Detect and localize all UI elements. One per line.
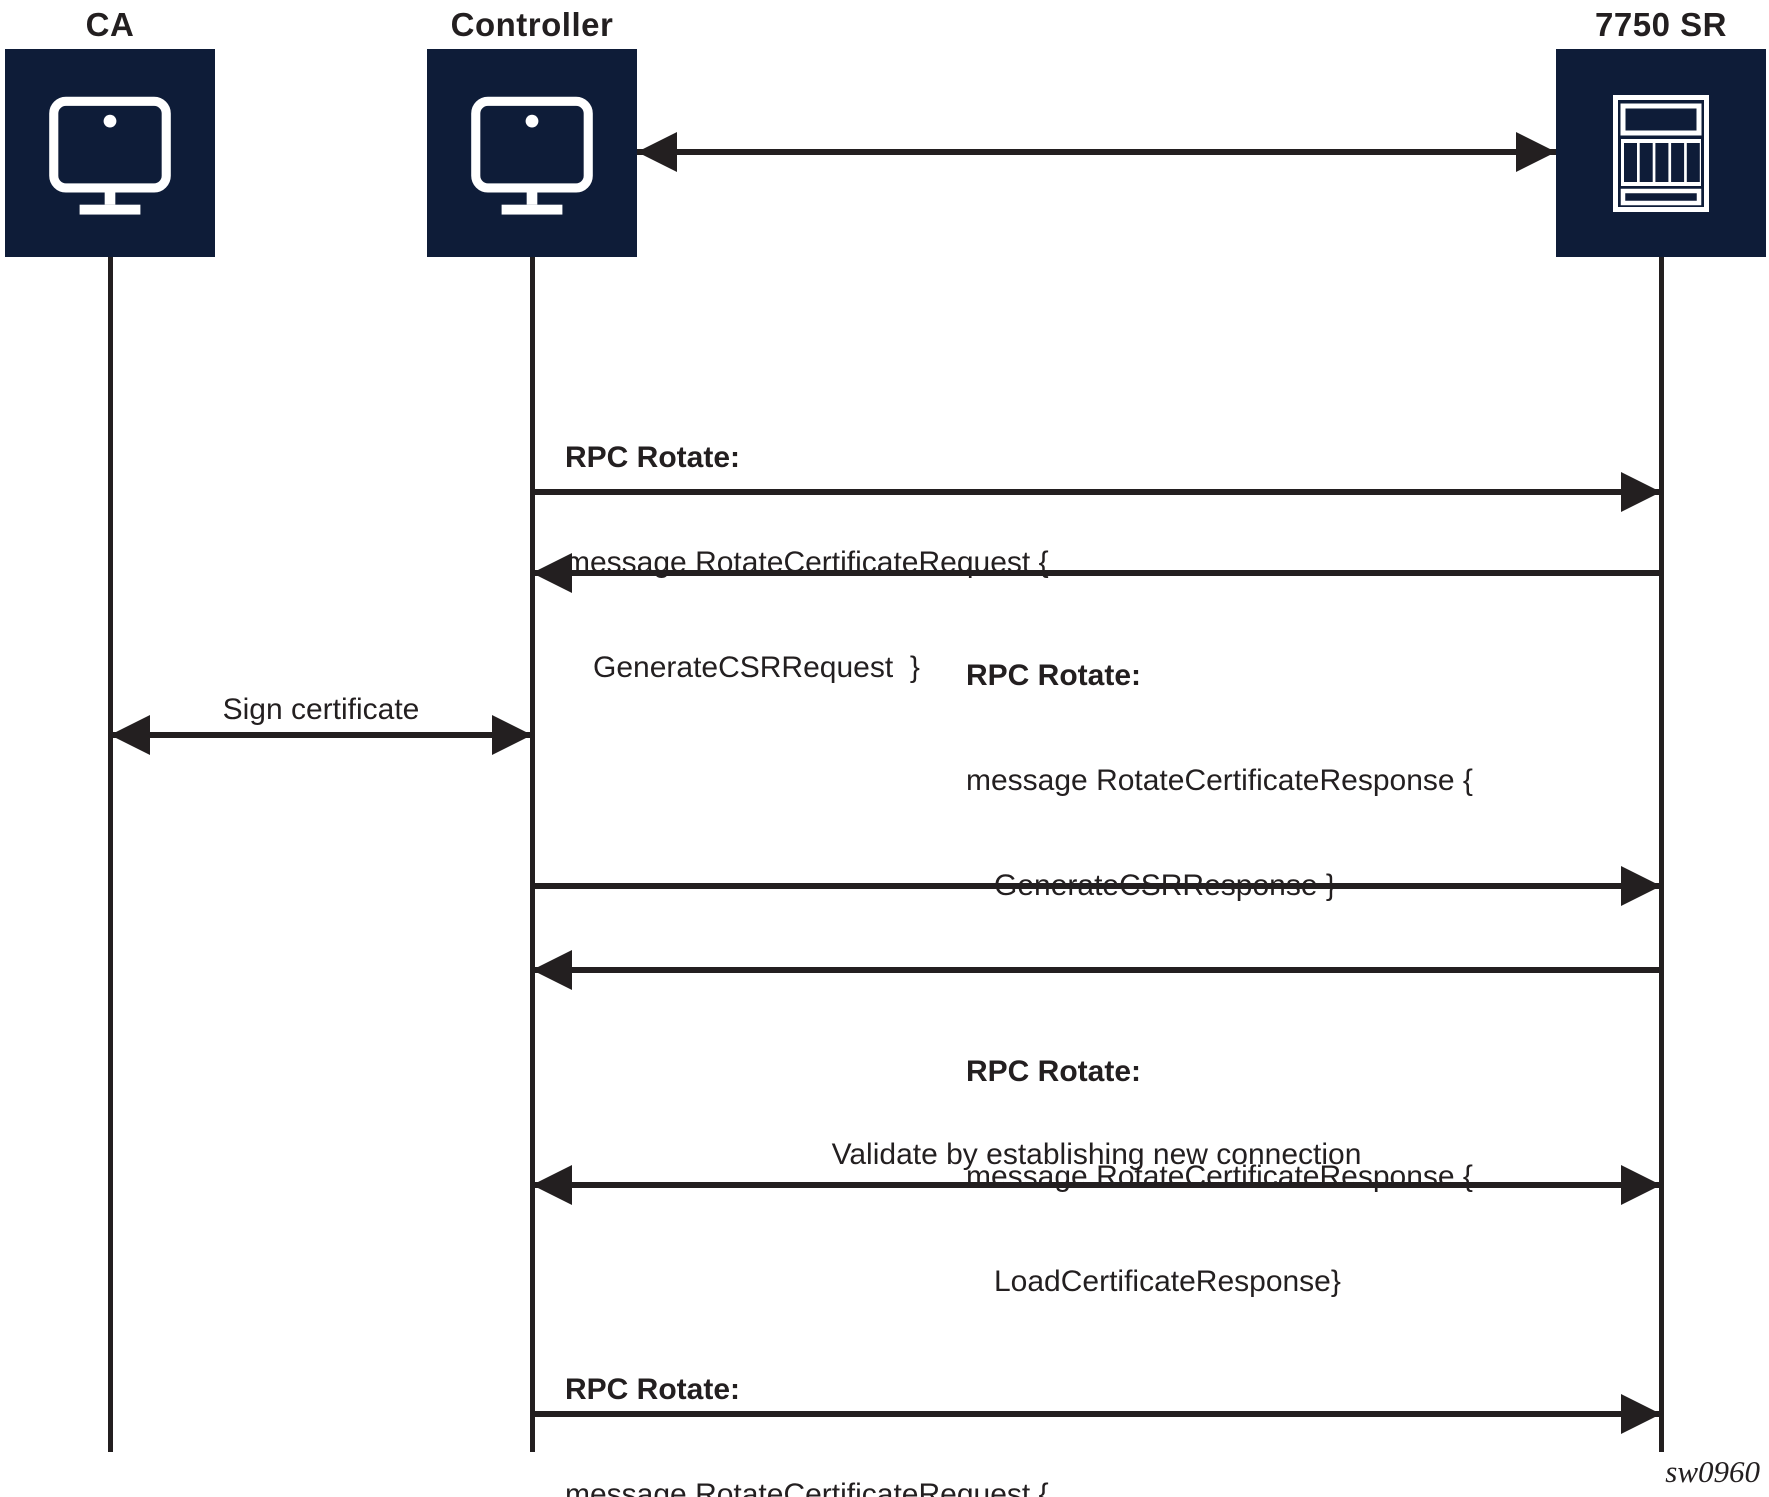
lifeline-controller <box>530 257 535 1452</box>
message-generate-csr-response: RPC Rotate: message RotateCertificateRes… <box>966 588 1473 973</box>
actor-label-ca: CA <box>85 6 135 43</box>
message-title: RPC Rotate: <box>966 1055 1142 1088</box>
message-finalize-request: RPC Rotate: message RotateCertificateReq… <box>565 1302 1049 1497</box>
actor-label-7750sr: 7750 SR <box>1595 6 1727 43</box>
arrow-controller-sr-link <box>637 132 1556 172</box>
arrow-load-certificate-request <box>532 866 1661 906</box>
message-body-line: LoadCertificateResponse} <box>994 1265 1341 1298</box>
monitor-icon <box>49 96 171 215</box>
arrow-sign-certificate <box>110 715 532 755</box>
arrowhead-right-icon <box>492 715 532 755</box>
message-body-line: GenerateCSRRequest } <box>593 651 920 684</box>
figure-id-watermark: sw0960 <box>1665 1454 1760 1489</box>
arrowhead-left-icon <box>532 1165 572 1205</box>
arrowhead-left-icon <box>532 553 572 593</box>
arrow-finalize-request <box>532 1394 1661 1434</box>
arrowhead-left-icon <box>637 132 677 172</box>
arrow-validate-connection <box>532 1165 1661 1205</box>
actor-box-ca <box>5 49 215 257</box>
arrowhead-right-icon <box>1621 1394 1661 1434</box>
arrowhead-left-icon <box>532 950 572 990</box>
arrowhead-right-icon <box>1621 866 1661 906</box>
lifeline-7750sr <box>1659 257 1664 1452</box>
monitor-icon <box>471 96 593 215</box>
arrowhead-right-icon <box>1621 1165 1661 1205</box>
message-title: RPC Rotate: <box>966 659 1142 692</box>
arrow-generate-csr-request <box>532 472 1661 512</box>
lifeline-ca <box>108 257 113 1452</box>
actor-box-controller <box>427 49 637 257</box>
sign-certificate-label: Sign certificate <box>222 693 420 726</box>
actor-box-7750sr <box>1556 49 1766 257</box>
message-title: RPC Rotate: <box>565 441 741 474</box>
chassis-icon <box>1613 94 1709 212</box>
message-title: RPC Rotate: <box>565 1373 741 1406</box>
arrowhead-right-icon <box>1621 472 1661 512</box>
validate-connection-label: Validate by establishing new connection <box>831 1138 1362 1171</box>
message-body-line: message RotateCertificateRequest { <box>565 1478 1049 1497</box>
arrow-generate-csr-response <box>532 553 1661 593</box>
arrow-load-certificate-response <box>532 950 1661 990</box>
message-body-line: message RotateCertificateResponse { <box>966 764 1473 797</box>
arrowhead-right-icon <box>1516 132 1556 172</box>
arrowhead-left-icon <box>110 715 150 755</box>
actor-label-controller: Controller <box>450 6 614 43</box>
